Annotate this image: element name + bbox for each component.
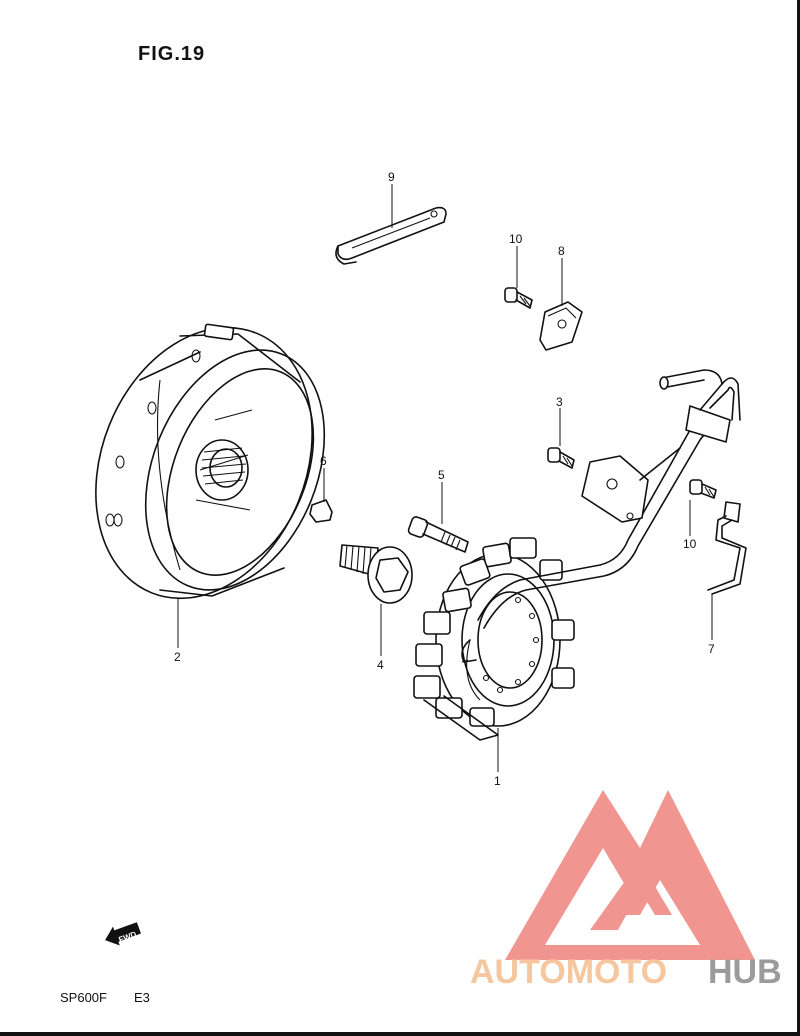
watermark-logo-mark	[505, 790, 755, 960]
part-4-bolt	[339, 544, 413, 604]
callout-10-upper: 10	[509, 232, 523, 246]
callout-6: 6	[320, 454, 327, 468]
part-2-rotor	[95, 323, 326, 600]
frame-border-bottom	[0, 1032, 800, 1036]
part-3-screw	[547, 447, 575, 469]
part-5-bolt	[407, 516, 469, 553]
watermark-word-automoto: AUTOMOTO	[470, 953, 667, 991]
watermark-word-hub: HUB	[708, 953, 782, 991]
fwd-arrow-icon	[105, 922, 141, 946]
callout-3: 3	[556, 395, 563, 409]
part-10-screw-upper	[504, 287, 533, 309]
callout-5: 5	[438, 468, 445, 482]
part-6-key	[309, 499, 333, 523]
callout-4: 4	[377, 658, 384, 672]
region-code: E3	[134, 990, 150, 1005]
callout-7: 7	[708, 642, 715, 656]
callout-1: 1	[494, 774, 501, 788]
callout-10-right: 10	[683, 537, 697, 551]
figure-title: FIG.19	[138, 43, 205, 65]
part-1-stator	[413, 537, 575, 741]
part-10-screw-right	[689, 479, 717, 499]
callout-8: 8	[558, 244, 565, 258]
model-code: SP600F	[60, 990, 107, 1005]
callout-leaders	[177, 184, 713, 772]
part-harness-wire	[461, 369, 741, 663]
part-8-clamp	[539, 301, 583, 351]
callout-9: 9	[388, 170, 395, 184]
part-9-bracket	[335, 206, 447, 265]
frame-border-right	[797, 0, 800, 1036]
part-7-clamp-bracket	[707, 501, 747, 595]
callout-2: 2	[174, 650, 181, 664]
